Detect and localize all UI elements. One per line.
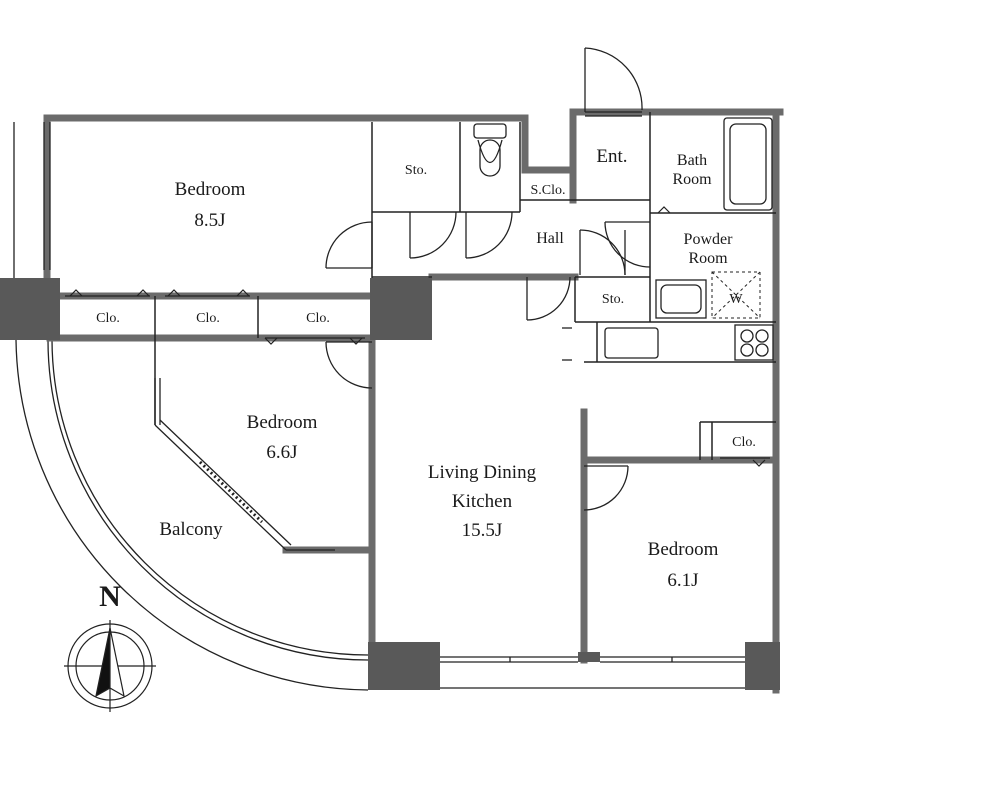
washer-label: W (729, 292, 743, 307)
bedroom-2-name: Bedroom (247, 412, 318, 433)
closet-label-2: Clo. (196, 311, 220, 326)
bedroom-1-name: Bedroom (175, 179, 246, 200)
powder-line2: Room (688, 250, 728, 267)
walls (43, 108, 784, 694)
storage-top-label: Sto. (405, 163, 427, 178)
compass-label: N (99, 580, 121, 613)
closet-sliders (65, 206, 770, 467)
bedroom-3-name: Bedroom (648, 539, 719, 560)
hall-label: Hall (536, 230, 564, 247)
closet-label-1: Clo. (96, 311, 120, 326)
ldk-line2: Kitchen (452, 491, 513, 512)
balcony-railing (13, 122, 369, 691)
bottom-windows (440, 656, 748, 689)
kitchen-sink-icon (604, 327, 659, 359)
shoe-closet-label: S.Clo. (530, 183, 565, 198)
bath-line2: Room (672, 171, 712, 188)
bathtub-icon (723, 117, 773, 211)
stove-icon (734, 324, 774, 361)
bedroom-2-window (154, 378, 335, 551)
interior-walls (154, 112, 776, 460)
bedroom-1-size: 8.5J (194, 210, 225, 231)
bedroom-1-window (43, 122, 51, 270)
compass-icon (64, 620, 156, 712)
washer-icon (711, 271, 761, 319)
ldk-size: 15.5J (462, 520, 503, 541)
balcony-label: Balcony (159, 519, 223, 540)
bath-line1: Bath (677, 152, 707, 169)
entrance-label: Ent. (596, 146, 627, 167)
pillars (0, 278, 780, 690)
closet-label-3: Clo. (306, 311, 330, 326)
doors (325, 47, 651, 511)
closet-label-4: Clo. (732, 435, 756, 450)
powder-line1: Powder (684, 231, 734, 248)
washbasin-icon (655, 279, 707, 319)
storage-hall-label: Sto. (602, 292, 624, 307)
bedroom-3-size: 6.1J (667, 570, 698, 591)
ldk-line1: Living Dining (428, 462, 537, 483)
toilet-icon (473, 123, 507, 177)
bedroom-2-size: 6.6J (266, 442, 297, 463)
